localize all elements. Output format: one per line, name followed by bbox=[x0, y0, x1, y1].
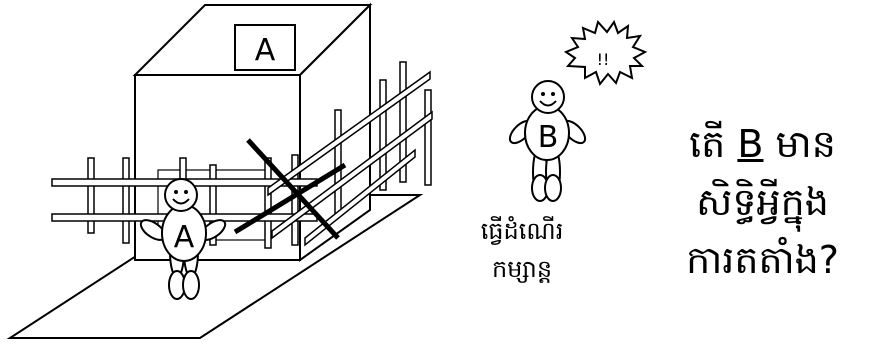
person-a-label: A bbox=[174, 220, 195, 255]
person-b-label: B bbox=[538, 120, 559, 155]
question-line-1: តើ B មាន bbox=[655, 115, 869, 173]
walk-caption-line-2: កម្សាន្ត bbox=[491, 255, 553, 283]
walk-caption-line-1: ធ្វើដំណើរ bbox=[480, 217, 564, 245]
question-text: តើ B មាន សិទ្ធិអ្វីក្នុង ការតតាំង? bbox=[655, 115, 869, 289]
roof-sign-label: A bbox=[255, 33, 276, 68]
question-prefix: តើ bbox=[689, 122, 738, 166]
walk-caption: ធ្វើដំណើរ កម្សាន្ត bbox=[462, 212, 582, 288]
exclamation-text: !! bbox=[597, 50, 610, 69]
question-line-1-rest: មាន bbox=[763, 122, 836, 166]
question-line-2: សិទ្ធិអ្វីក្នុង bbox=[696, 180, 829, 224]
question-line-3: ការតតាំង? bbox=[686, 238, 839, 282]
exclamation-burst: !! bbox=[563, 19, 648, 87]
question-letter: B bbox=[737, 122, 764, 166]
person-b-figure: B bbox=[508, 80, 587, 202]
roof-sign bbox=[234, 24, 296, 71]
cross-mark bbox=[233, 138, 347, 240]
person-a-figure: A bbox=[139, 178, 227, 300]
